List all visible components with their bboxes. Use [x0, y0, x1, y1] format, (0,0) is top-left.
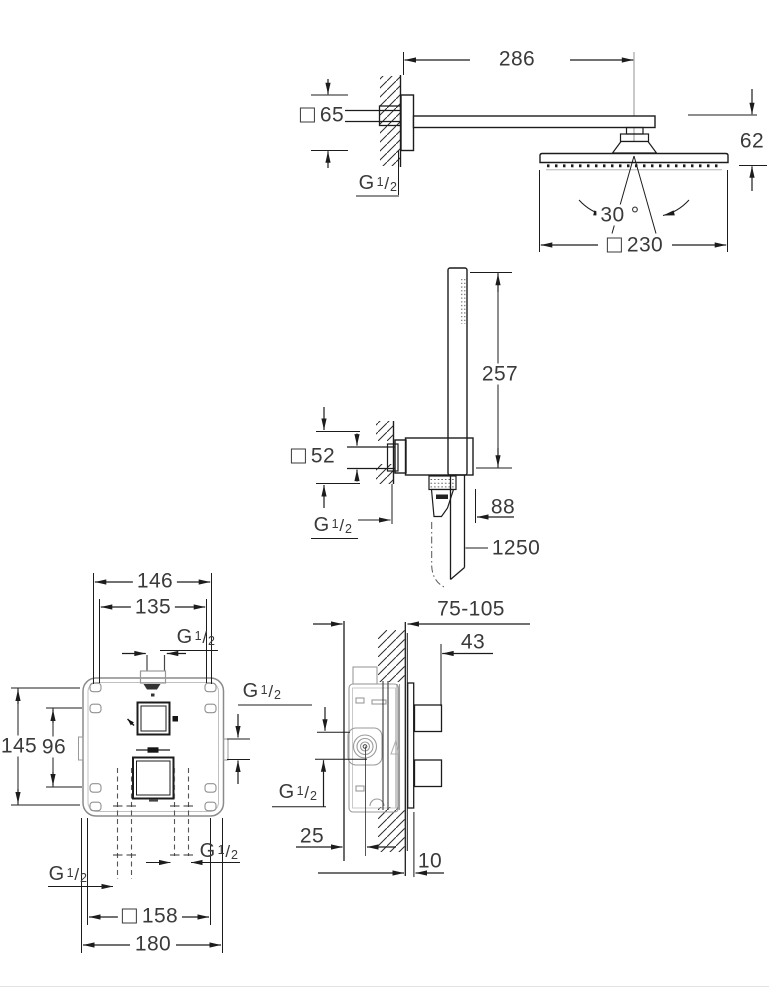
trim-plate-section [407, 682, 415, 809]
dim-145-ticks [11, 687, 80, 806]
right-outlet-ticks [227, 738, 250, 760]
hose-center-line [431, 522, 447, 589]
inlet-collar [139, 670, 167, 684]
union-fitting [378, 105, 402, 127]
dim-180-ext [81, 818, 223, 953]
dim-trim-plate-size: 158 [117, 905, 183, 927]
supply-stub [345, 109, 401, 123]
union-fitting [386, 443, 399, 472]
dim-holder-flange: 52 [290, 446, 335, 467]
dim-hose-length: 1250 [491, 536, 541, 560]
dim-146-ext [93, 573, 212, 684]
wall-flange [400, 94, 415, 152]
dim-head-drop: 62 [739, 129, 765, 153]
square-icon [172, 716, 178, 722]
lower-mark [149, 799, 158, 802]
dim-257-ticks [470, 272, 512, 469]
hand-shower-view [311, 267, 514, 589]
lower-handle-opening-inner [136, 760, 171, 796]
dim-holder-projection: 88 [490, 495, 516, 519]
dim-hole-spacing-width: 146 [132, 570, 178, 592]
logo-dot [151, 693, 155, 697]
dim-trim-plate-width: 180 [130, 933, 176, 955]
upper-handle [413, 704, 443, 733]
diverter-arrow-icon [126, 718, 135, 727]
shower-hose [449, 475, 466, 580]
shower-head [539, 152, 729, 164]
connector-mark [436, 494, 448, 499]
dim-230-ext [539, 170, 728, 252]
dim-inlet-center-depth: 25 [299, 824, 325, 848]
dim-52-ticks [316, 431, 360, 484]
lower-handle-opening [132, 756, 175, 800]
upper-handle-opening [136, 701, 171, 736]
concealed-pipes [116, 768, 190, 879]
dim-96-ticks [46, 707, 82, 788]
dim-arm-flange: 65 [299, 105, 344, 126]
shower-arm [412, 115, 656, 129]
protective-cover-lines [382, 681, 389, 810]
left-side-outlet [78, 736, 84, 761]
wall-hatching [378, 807, 405, 852]
top-inlet-stub [146, 655, 166, 671]
dim-arm-projection: 286 [494, 48, 540, 70]
right-side-outlet [223, 738, 229, 761]
dim-mounting-depth-range: 75-105 [437, 597, 505, 621]
stick-texture [461, 279, 466, 324]
wall-hatching [378, 630, 405, 682]
nut-knurling [430, 479, 455, 488]
dim-inner-spacing-width: 135 [130, 596, 176, 618]
holder-flange [394, 439, 407, 474]
thread-leader-top [356, 150, 399, 197]
dim-mid-hole-spacing: 96 [37, 736, 71, 758]
dim-plate-projection: 10 [417, 849, 443, 873]
joint-stub [625, 126, 644, 135]
dim-head-width: 230 [602, 234, 668, 256]
dim-spray-angle: 30 ° [596, 204, 644, 226]
rough-in-box [347, 666, 401, 813]
grohe-logo [143, 684, 161, 690]
dim-handle-projection: 43 [460, 630, 486, 654]
hand-shower-stick [447, 267, 468, 476]
wall-hatching [376, 421, 394, 441]
wall-hatching [376, 464, 394, 484]
thermostat-side-view [272, 621, 530, 877]
joint-cone [611, 140, 658, 154]
square-symbol [606, 237, 622, 253]
spray-arc-right [662, 199, 690, 216]
dim-hand-shower-height: 257 [477, 363, 523, 385]
mounting-holes [89, 682, 217, 812]
dim-65-ticks [311, 94, 348, 151]
dim-158-ext [87, 818, 211, 925]
thermostat-front-view [11, 573, 312, 953]
pipe-ticks [113, 805, 193, 856]
square-symbol [121, 908, 137, 924]
dim-135-ext [99, 599, 207, 683]
head-shower-view [311, 52, 767, 252]
joint-nut [619, 133, 650, 143]
lower-handle [413, 759, 443, 788]
upper-handle-opening-inner [140, 705, 167, 732]
temperature-scale-mark [147, 747, 159, 753]
dim-hole-spacing-height: 145 [0, 735, 42, 757]
square-symbol [299, 107, 315, 123]
square-symbol [290, 448, 306, 464]
